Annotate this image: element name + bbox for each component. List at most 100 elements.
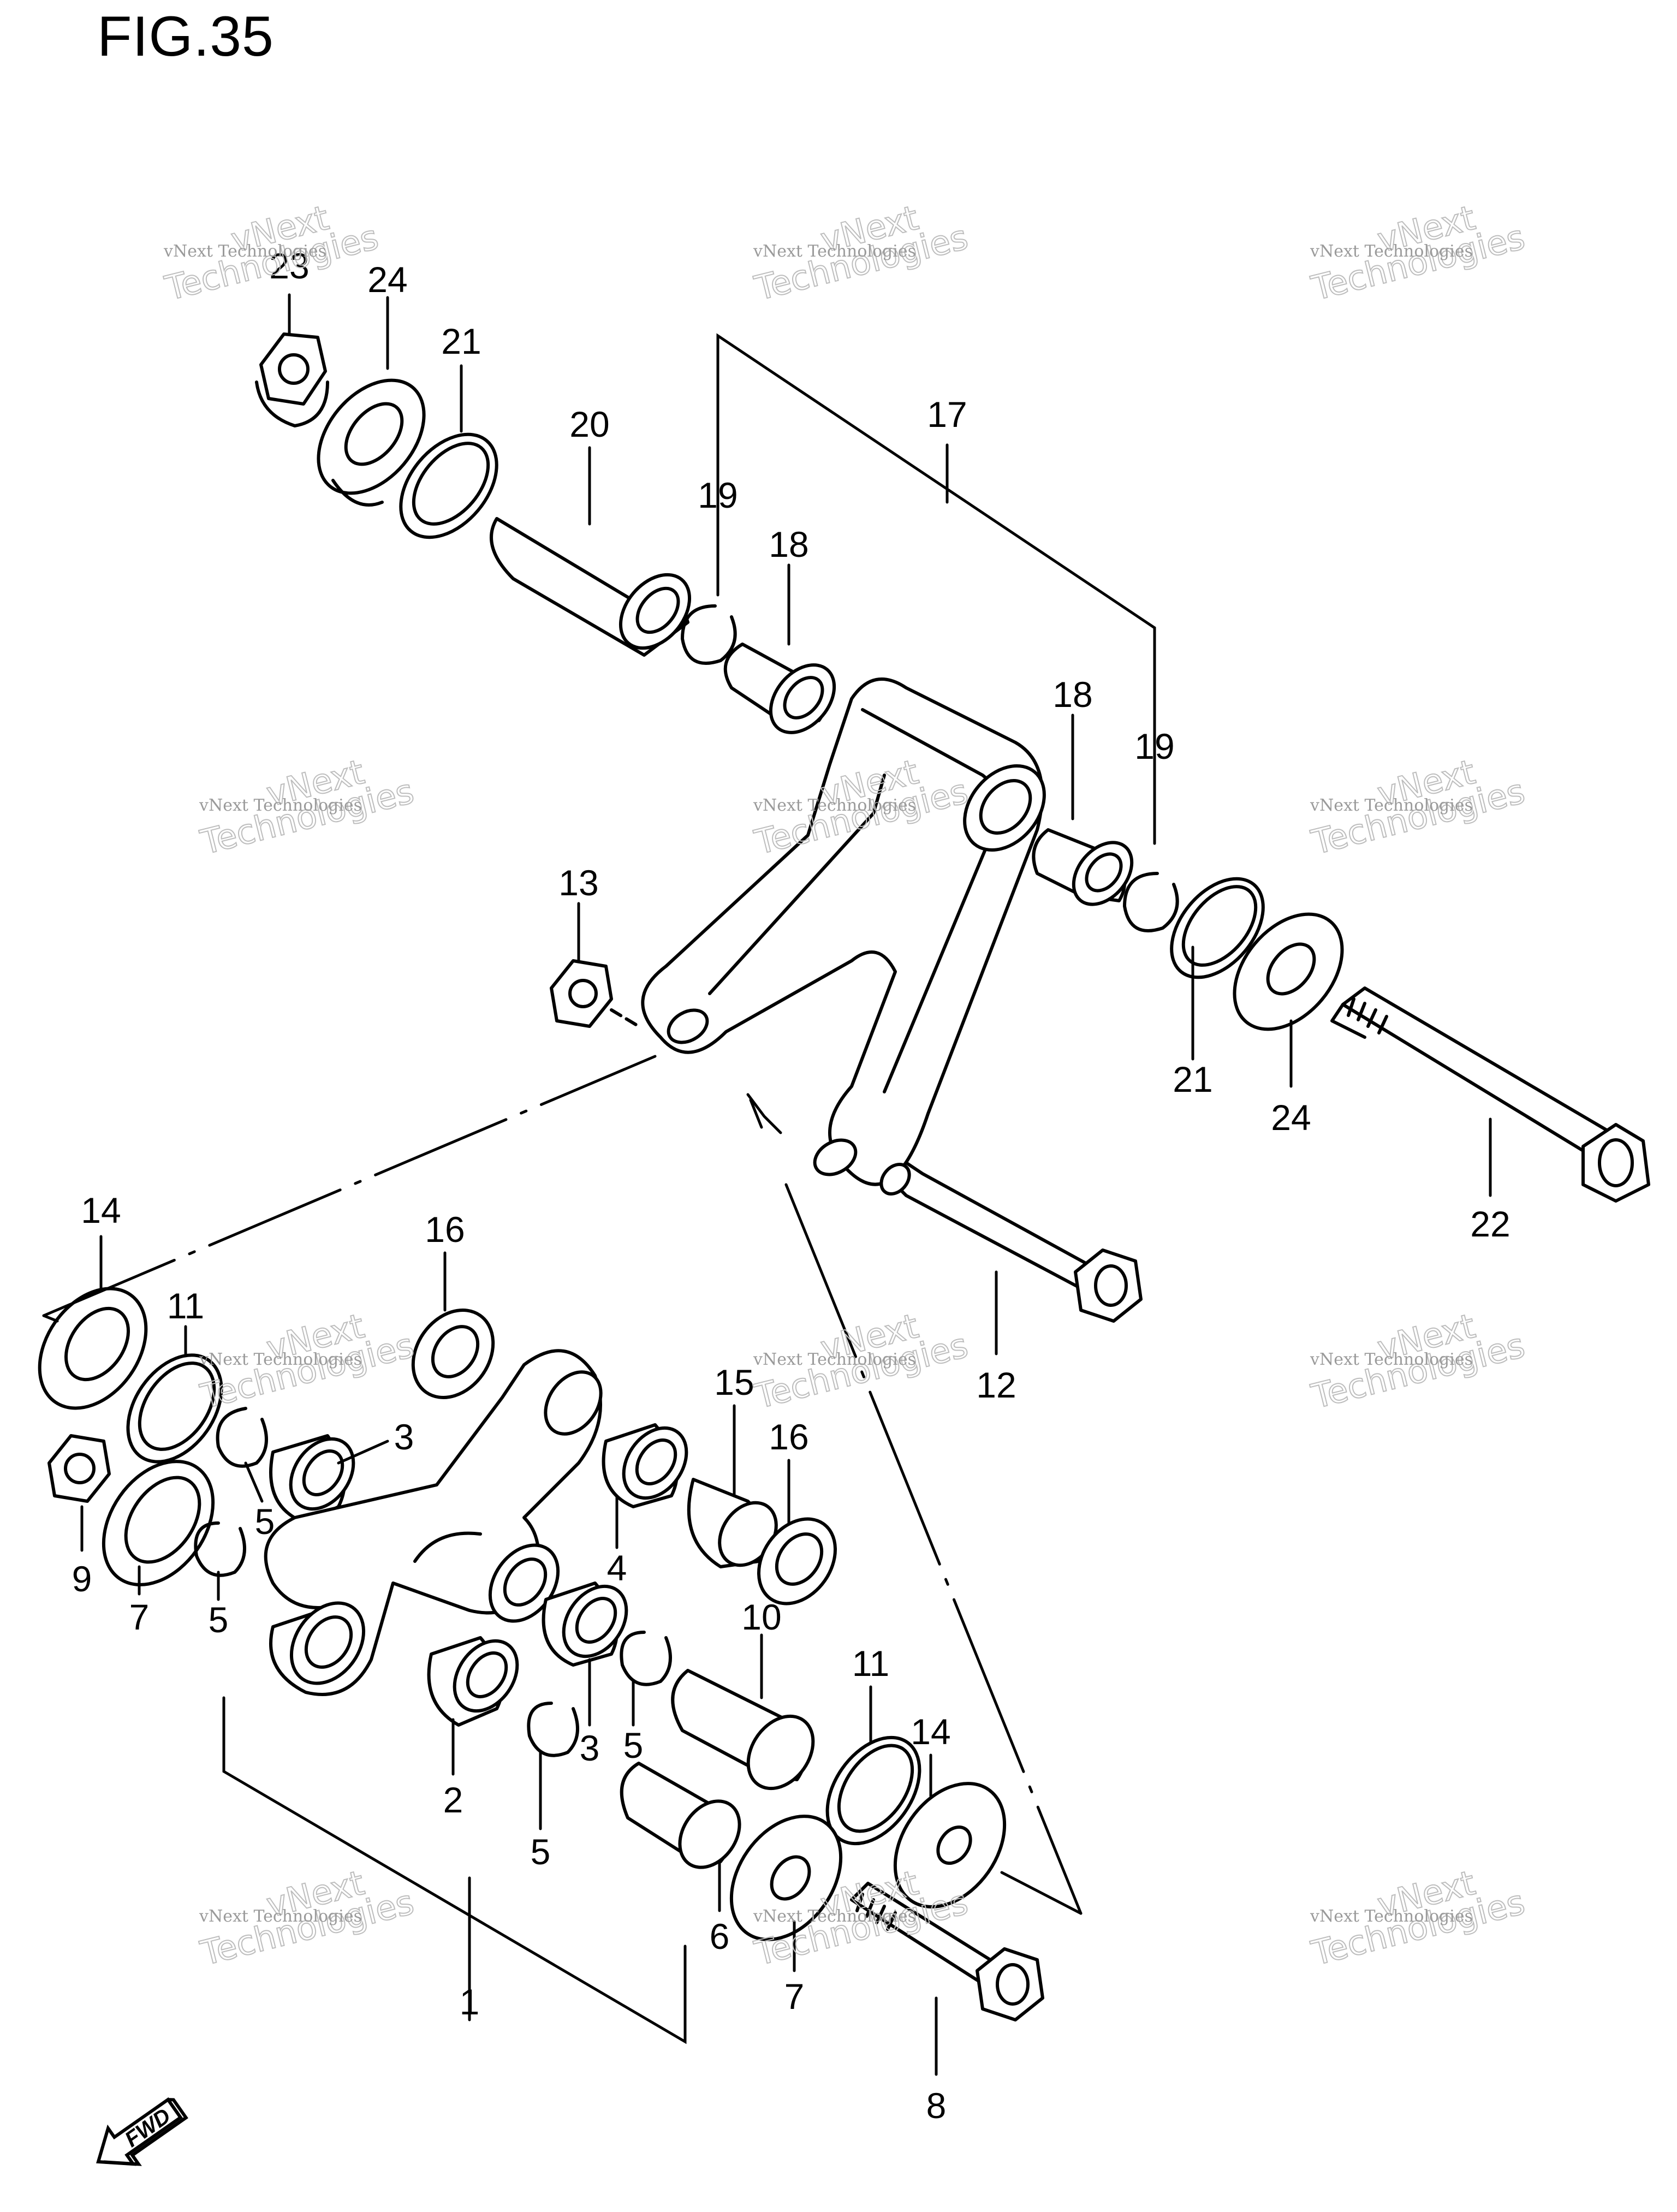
fwd-arrow-icon: FWD (96, 2097, 188, 2166)
callout-15: 15 (714, 1362, 754, 1402)
callout-11-right: 11 (852, 1643, 890, 1684)
callout-8: 8 (926, 2085, 947, 2126)
part-6-collar (620, 1762, 741, 1869)
part-11-seal-left (126, 1353, 223, 1464)
watermark-12: vNext Technologies vNext Technologies (1307, 1862, 1529, 1974)
callout-9: 9 (72, 1559, 92, 1599)
part-1-cushion-rod (264, 1349, 603, 1696)
svg-text:vNext Technologies: vNext Technologies (199, 796, 362, 815)
part-3-bearing-b (542, 1581, 628, 1667)
callout-11-left: 11 (167, 1286, 205, 1326)
svg-text:vNext Technologies: vNext Technologies (1310, 1350, 1473, 1369)
part-22-bolt (1330, 986, 1650, 1203)
callout-3-a: 3 (394, 1417, 414, 1457)
axis-tick-left (42, 1314, 59, 1323)
part-23-nut (255, 332, 329, 427)
part-14-washer-left (38, 1287, 148, 1410)
callout-7-right: 7 (784, 1976, 805, 2017)
part-24-washer-upper (317, 378, 426, 507)
callout-19-right: 19 (1134, 726, 1174, 766)
svg-text:vNext Technologies: vNext Technologies (199, 1907, 362, 1926)
callout-16-right: 16 (769, 1417, 808, 1457)
part-19-circlip-upper (681, 604, 737, 665)
axis-line-left (42, 1055, 657, 1317)
svg-text:vNext Technologies: vNext Technologies (199, 1350, 362, 1369)
part-13-nut (550, 959, 613, 1028)
part-10-collar (671, 1669, 815, 1791)
callout-6: 6 (710, 1916, 730, 1957)
callout-5-d: 5 (531, 1832, 551, 1872)
callout-19-upper: 19 (698, 475, 738, 515)
part-19-circlip-right (1123, 872, 1179, 932)
callout-16-top: 16 (425, 1209, 465, 1250)
watermark-10: vNext Technologies vNext Technologies (196, 1862, 418, 1974)
svg-text:vNext Technologies: vNext Technologies (753, 242, 916, 261)
callout-5-a: 5 (255, 1501, 275, 1542)
callout-14-right: 14 (911, 1711, 950, 1752)
part-16-bushing-top (411, 1309, 495, 1399)
callout-18-upper: 18 (769, 524, 808, 564)
bracket-17 (716, 333, 1156, 845)
callout-5-c: 5 (623, 1725, 644, 1765)
callout-21-upper: 21 (441, 321, 481, 361)
part-4-bearing (602, 1423, 688, 1508)
callout-24-upper: 24 (367, 259, 407, 300)
callout-13: 13 (558, 863, 598, 903)
part-8-bolt (850, 1882, 1044, 2021)
watermark-4: vNext Technologies vNext Technologies (196, 751, 418, 863)
part-14-washer-right (893, 1782, 1007, 1908)
callout-21-right: 21 (1173, 1059, 1212, 1099)
part-12-bolt (879, 1161, 1143, 1323)
part-9-nut (47, 1434, 111, 1503)
callout-10: 10 (741, 1597, 781, 1637)
callout-24-right: 24 (1271, 1097, 1311, 1138)
watermark-7: vNext Technologies vNext Technologies (196, 1305, 418, 1417)
svg-text:vNext Technologies: vNext Technologies (1310, 796, 1473, 815)
svg-text:vNext Technologies: vNext Technologies (753, 796, 916, 815)
axis-line-right-end (1000, 1871, 1083, 1915)
part-21-seal-right (1170, 877, 1265, 979)
svg-text:vNext Technologies: vNext Technologies (1310, 1907, 1473, 1926)
leader-5-a (244, 1461, 264, 1503)
part-18-bearing-upper (723, 643, 836, 734)
part-20-collar (490, 517, 692, 657)
callout-2: 2 (443, 1780, 463, 1820)
part-5-circlip-a (216, 1407, 268, 1468)
callout-labels: 23 24 21 20 17 19 18 18 19 13 21 24 22 1… (72, 246, 1511, 2126)
part-5-circlip-d (527, 1702, 579, 1757)
watermark-2: vNext Technologies vNext Technologies (750, 197, 972, 309)
part-11-seal-right (825, 1735, 921, 1846)
part-7-washer-right (729, 1815, 843, 1941)
watermark-6: vNext Technologies vNext Technologies (1307, 751, 1529, 863)
watermark-3: vNext Technologies vNext Technologies (1307, 197, 1529, 309)
axis-line-right (784, 1183, 1083, 1915)
part-21-seal-upper (399, 432, 498, 539)
leader-3-a (337, 1440, 389, 1465)
svg-text:vNext Technologies: vNext Technologies (163, 242, 326, 261)
callout-5-b: 5 (209, 1599, 229, 1640)
part-5-circlip-b (194, 1521, 246, 1577)
svg-text:vNext Technologies: vNext Technologies (1310, 242, 1473, 261)
figure-title: FIG.35 (97, 5, 274, 68)
callout-22: 22 (1470, 1204, 1510, 1244)
part-17-cushion-lever (641, 677, 1046, 1186)
part-3-bearing-a (269, 1434, 355, 1525)
watermark-1: vNext Technologies vNext Technologies (160, 197, 383, 309)
part-7-washer-left (102, 1460, 215, 1586)
callout-20: 20 (569, 404, 609, 444)
part-24-washer-right (1233, 912, 1344, 1031)
callout-12: 12 (976, 1365, 1016, 1405)
callout-7-left: 7 (129, 1597, 150, 1637)
part-18-bearing-right (1032, 828, 1134, 906)
axis-line-mid (749, 1098, 763, 1129)
part-5-circlip-c (620, 1631, 672, 1686)
svg-text:vNext Technologies: vNext Technologies (753, 1350, 916, 1369)
watermark-9: vNext Technologies vNext Technologies (1307, 1305, 1529, 1417)
callout-17: 17 (927, 394, 967, 435)
part-16-bushing-right (757, 1517, 837, 1606)
callout-1: 1 (460, 1982, 480, 2022)
part-15-collar (687, 1478, 778, 1568)
callout-14-left: 14 (81, 1190, 121, 1230)
callout-4: 4 (607, 1548, 627, 1588)
